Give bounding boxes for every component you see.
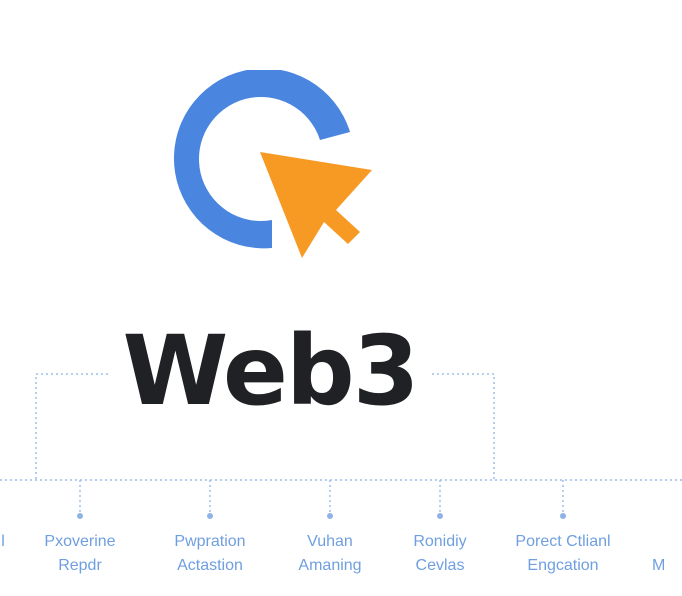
node-2: Pwpration Actastion: [151, 530, 269, 578]
node-2-line2: Actastion: [177, 557, 243, 574]
node-2-line1: Pwpration: [174, 533, 246, 550]
node-4-line2: Cevlas: [415, 557, 465, 574]
node-dot-3: [327, 513, 333, 519]
node-dot-1: [77, 513, 83, 519]
node-1-line2: Repdr: [58, 557, 102, 574]
node-3-line2: Amaning: [298, 557, 362, 574]
connector-left-bracket: [35, 373, 108, 480]
cursor-ring-logo-icon: [173, 70, 372, 258]
node-dot-4: [437, 513, 443, 519]
node-3: Vuhan Amaning: [271, 530, 389, 578]
node-fragment-right: M: [652, 530, 682, 578]
node-dot-2: [207, 513, 213, 519]
connector-right-bracket: [432, 373, 495, 480]
node-4: Ronidiy Cevlas: [381, 530, 499, 578]
node-fragment-right-text: [652, 530, 682, 554]
node-fragment-right-text-2: M: [652, 557, 666, 574]
node-1: Pxoverine Repdr: [21, 530, 139, 578]
node-3-line1: Vuhan: [307, 533, 353, 550]
node-dot-5: [560, 513, 566, 519]
node-fragment-left: l: [0, 530, 62, 554]
diagram-title: Web3: [122, 315, 419, 427]
node-5-line2: Engcation: [527, 557, 599, 574]
node-4-line1: Ronidiy: [413, 533, 467, 550]
node-1-line1: Pxoverine: [44, 533, 116, 550]
node-5: Porect Ctlianl Engcation: [504, 530, 622, 578]
node-fragment-left-text: l: [1, 533, 5, 550]
node-5-line1: Porect Ctlianl: [515, 533, 611, 550]
